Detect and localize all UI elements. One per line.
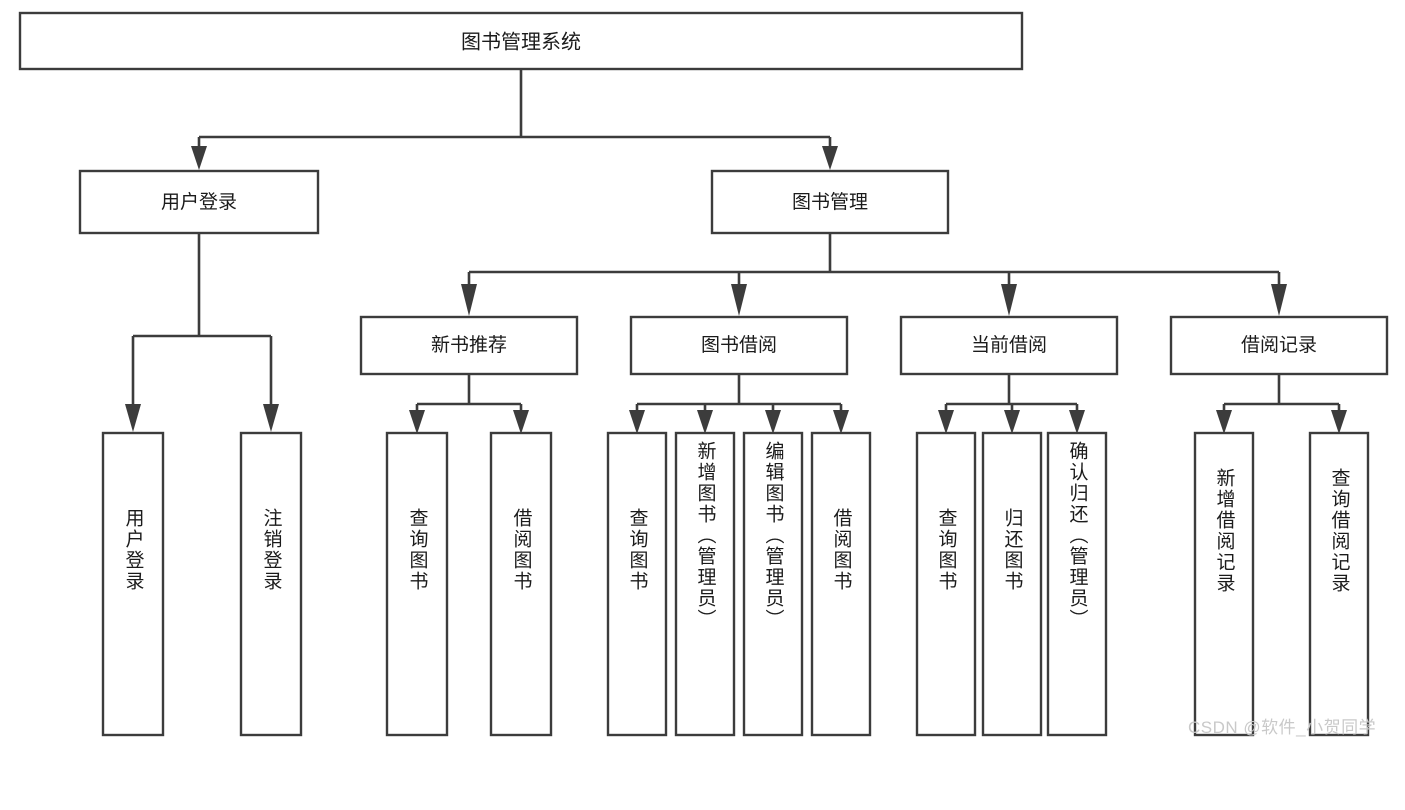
flowchart-canvas: 图书管理系统 用户登录 图书管理 新书推荐 图书借阅 当前借阅 借阅记录	[18, 11, 1389, 737]
arrow-head-borrow-leaf-4	[833, 410, 849, 434]
arrow-head-record-leaf-1	[1216, 410, 1232, 434]
node-leaf-current-confirm-return[interactable]	[1046, 431, 1108, 737]
arrow-head-borrow-record	[1271, 284, 1287, 316]
node-leaf-borrow-add-book[interactable]	[674, 431, 736, 737]
arrow-head-borrow-leaf-3	[765, 410, 781, 434]
node-leaf-current-return-book[interactable]	[981, 431, 1043, 737]
node-leaf-user-login[interactable]	[101, 431, 165, 737]
node-leaf-recommend-borrow-book[interactable]	[489, 431, 553, 737]
arrow-head-book-manage	[822, 146, 838, 170]
node-leaf-logout[interactable]	[239, 431, 303, 737]
connector-layer	[125, 69, 1347, 434]
node-book-borrow[interactable]	[629, 315, 849, 376]
arrow-head-book-borrow	[731, 284, 747, 316]
node-borrow-record-label: 借阅记录	[1241, 334, 1317, 356]
arrow-head-leaf-logout	[263, 404, 279, 432]
node-borrow-record[interactable]	[1169, 315, 1389, 376]
arrow-head-current-leaf-1	[938, 410, 954, 434]
arrow-head-current-leaf-3	[1069, 410, 1085, 434]
node-root-book-management-system[interactable]	[18, 11, 1024, 71]
node-leaf-record-add[interactable]	[1193, 431, 1255, 737]
node-user-login-label: 用户登录	[161, 191, 237, 213]
node-leaf-record-query[interactable]	[1308, 431, 1370, 737]
node-root-label: 图书管理系统	[461, 30, 581, 53]
flowchart-diagram: 图书管理系统 用户登录 图书管理 新书推荐 图书借阅 当前借阅 借阅记录	[18, 11, 1389, 737]
node-current-borrow-label: 当前借阅	[971, 334, 1047, 356]
node-leaf-borrow-edit-book[interactable]	[742, 431, 804, 737]
node-book-borrow-label: 图书借阅	[701, 334, 777, 356]
node-leaf-borrow-query-book[interactable]	[606, 431, 668, 737]
arrow-head-record-leaf-2	[1331, 410, 1347, 434]
node-current-borrow[interactable]	[899, 315, 1119, 376]
arrow-head-recommend-leaf-2	[513, 410, 529, 434]
arrow-head-leaf-user-login	[125, 404, 141, 432]
arrow-head-new-book-recommend	[461, 284, 477, 316]
arrow-head-borrow-leaf-2	[697, 410, 713, 434]
node-new-book-recommend-label: 新书推荐	[431, 334, 507, 356]
node-user-login[interactable]	[78, 169, 320, 235]
node-layer: 图书管理系统 用户登录 图书管理 新书推荐 图书借阅 当前借阅 借阅记录	[18, 11, 1389, 737]
node-leaf-current-query-book[interactable]	[915, 431, 977, 737]
arrow-head-current-borrow	[1001, 284, 1017, 316]
arrow-head-recommend-leaf-1	[409, 410, 425, 434]
arrow-head-current-leaf-2	[1004, 410, 1020, 434]
node-leaf-borrow-borrow-book[interactable]	[810, 431, 872, 737]
node-new-book-recommend[interactable]	[359, 315, 579, 376]
node-book-management-label: 图书管理	[792, 191, 868, 213]
arrow-head-borrow-leaf-1	[629, 410, 645, 434]
node-book-management[interactable]	[710, 169, 950, 235]
arrow-head-user-login	[191, 146, 207, 170]
node-leaf-recommend-query-book[interactable]	[385, 431, 449, 737]
